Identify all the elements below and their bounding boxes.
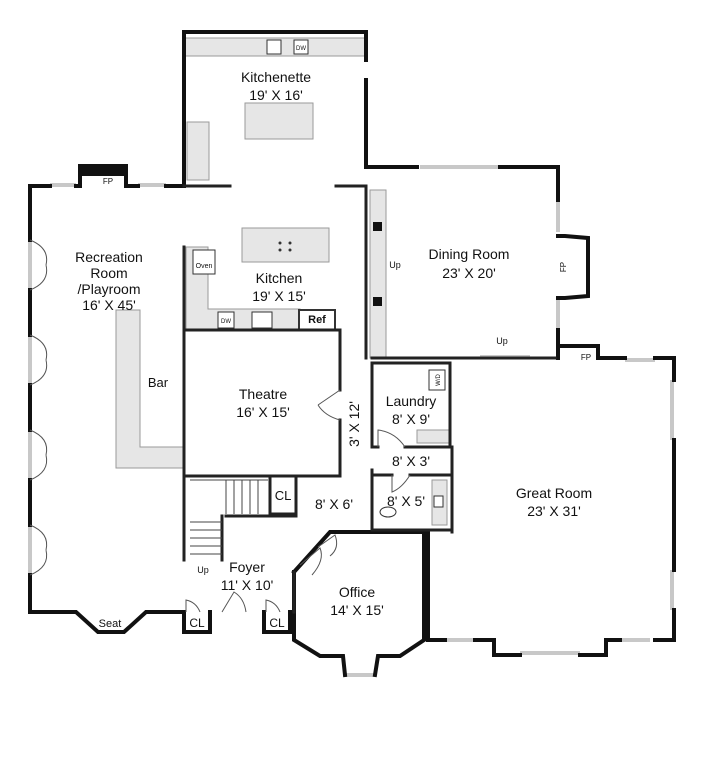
washer-dryer (428, 369, 446, 391)
cl-label-hall: CL (275, 488, 292, 503)
seat-label: Seat (99, 618, 122, 630)
laundry-counter (416, 429, 450, 444)
recreation-name-3: /Playroom (77, 281, 140, 297)
kitchen-island (241, 227, 330, 263)
fixture-labels: Bar Seat FP FP FP CL CL CL Up Up Up Oven… (82, 46, 591, 630)
kitchenette-name: Kitchenette (241, 69, 311, 85)
recreation-dims: 16' X 45' (82, 297, 136, 313)
dining-sideboard (369, 189, 387, 359)
counters (115, 37, 450, 526)
kitchenette-side-counter (186, 121, 210, 181)
fp-label-great: FP (581, 353, 591, 362)
hall-vertical-dims: 3' X 12' (346, 401, 362, 447)
kitchen-oven (192, 249, 216, 275)
up-label-great: Up (496, 336, 508, 346)
recreation-name-2: Room (90, 265, 127, 281)
theatre-dims: 16' X 15' (236, 404, 290, 420)
dining-name: Dining Room (429, 246, 510, 262)
bath-dims: 8' X 5' (387, 493, 425, 509)
dining-dims: 23' X 20' (442, 265, 496, 281)
kitchen-name: Kitchen (256, 270, 303, 286)
cl-label-left: CL (189, 616, 205, 630)
office-dims: 14' X 15' (330, 602, 384, 618)
fp-label-recreation-text: FP (103, 177, 113, 186)
up-label-foyer: Up (197, 565, 209, 575)
bath-sink (433, 495, 444, 508)
foyer-name: Foyer (229, 559, 265, 575)
kitchen-dishwasher (217, 311, 235, 329)
dining-column-1 (373, 222, 382, 231)
fp-label-dining: FP (559, 262, 568, 272)
wd-label: W/D (436, 374, 442, 386)
dw-label-kitchen: DW (221, 319, 231, 325)
cl-label-right: CL (269, 616, 285, 630)
bar-label: Bar (148, 375, 169, 390)
up-label-dining: Up (389, 260, 401, 270)
closet-hall-dims: 8' X 6' (315, 496, 353, 512)
exterior-walls (28, 30, 676, 678)
theatre-name: Theatre (239, 386, 287, 402)
stairs (190, 479, 268, 555)
fireplace-recreation (82, 168, 124, 176)
windows (28, 165, 674, 677)
dw-label-kitchenette: DW (296, 46, 306, 52)
dining-column-2 (373, 297, 382, 306)
oven-label: Oven (196, 263, 213, 270)
great-name: Great Room (516, 485, 592, 501)
recreation-name-1: Recreation (75, 249, 143, 265)
foyer-dims: 11' X 10' (221, 577, 274, 593)
kitchenette-dims: 19' X 16' (249, 87, 303, 103)
kitchenette-dishwasher (293, 39, 309, 55)
interior-walls (182, 184, 557, 614)
kitchen-sink (251, 311, 273, 329)
laundry-name: Laundry (386, 393, 437, 409)
cooktop-icon (278, 241, 292, 252)
toilet (379, 506, 397, 518)
kitchen-dims: 19' X 15' (252, 288, 306, 304)
office-name: Office (339, 584, 376, 600)
great-dims: 23' X 31' (527, 503, 581, 519)
laundry-dims: 8' X 9' (392, 411, 430, 427)
hall-small-dims: 8' X 3' (392, 453, 430, 469)
ref-label: Ref (308, 314, 326, 326)
fixtures (192, 39, 446, 518)
kitchenette-sink (266, 39, 282, 55)
kitchenette-island (244, 102, 314, 140)
doors (29, 239, 411, 613)
room-labels: Kitchenette 19' X 16' Kitchen 19' X 15' … (75, 69, 592, 618)
